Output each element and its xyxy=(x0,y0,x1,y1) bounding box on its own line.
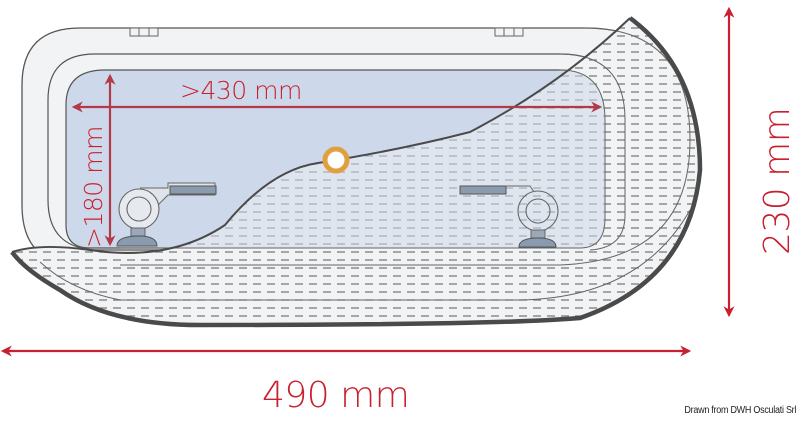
outer-height-label: 230 mm xyxy=(757,107,798,255)
credit-text: Drawn from DWH Osculati Srl xyxy=(684,405,796,416)
outer-width-label: 490 mm xyxy=(262,375,410,416)
frame-tab-left xyxy=(129,27,159,37)
inner-height-label: >180 mm xyxy=(79,126,108,248)
inner-width-label: >430 mm xyxy=(180,76,302,105)
lock-ring xyxy=(322,146,350,174)
left-hinge-handle xyxy=(116,182,217,247)
frame-tab-right xyxy=(494,27,524,37)
lid-outer-edge xyxy=(10,16,703,328)
right-hinge-handle xyxy=(459,185,559,248)
